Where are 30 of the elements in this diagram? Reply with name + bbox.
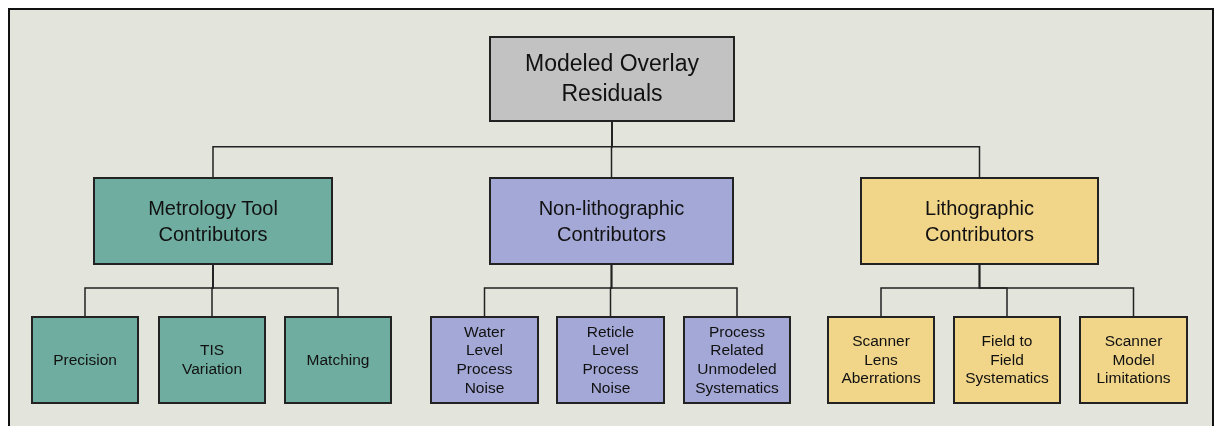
- box-label: Matching: [306, 350, 370, 370]
- box-label: Metrology Tool Contributors: [147, 196, 279, 247]
- box-label: Lithographic Contributors: [924, 196, 1035, 247]
- category-box: [827, 316, 935, 404]
- category-box: [430, 316, 539, 404]
- category-box: [1079, 316, 1188, 404]
- connector-line: [212, 264, 339, 317]
- box-label: Reticle Level Process Noise: [581, 322, 640, 398]
- box-label: Scanner Lens Aberrations: [841, 332, 921, 388]
- category-box: [683, 316, 791, 404]
- category-box: [93, 177, 333, 265]
- connector-line: [610, 264, 738, 317]
- box-label: Precision: [53, 350, 117, 370]
- category-box: [556, 316, 665, 404]
- box-label: Water Level Process Noise: [455, 322, 514, 398]
- category-box: [489, 36, 735, 122]
- box-label: Process Related Unmodeled Systematics: [695, 322, 779, 398]
- category-box: [31, 316, 139, 404]
- category-box: [158, 316, 266, 404]
- category-box: [860, 177, 1099, 265]
- box-label: TIS Variation: [181, 341, 243, 379]
- box-label: Field to Field Systematics: [965, 332, 1049, 388]
- box-label: Non-lithographic Contributors: [537, 196, 686, 247]
- category-box: [284, 316, 392, 404]
- category-box: [953, 316, 1061, 404]
- connector-line: [611, 121, 981, 178]
- box-label: Scanner Model Limitations: [1095, 332, 1172, 388]
- connector-line: [978, 264, 1135, 317]
- box-label: Modeled Overlay Residuals: [524, 49, 700, 108]
- category-box: [489, 177, 734, 265]
